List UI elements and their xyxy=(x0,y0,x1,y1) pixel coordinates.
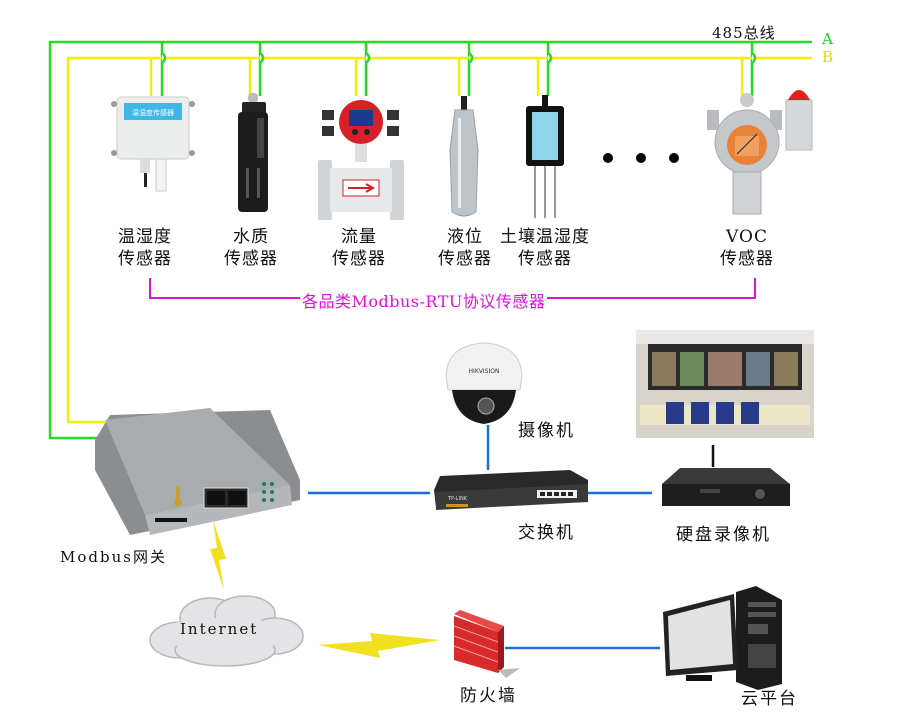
firewall-icon xyxy=(453,610,520,678)
cloud-platform-label: 云平台 xyxy=(741,689,798,709)
control-room-monitor-wall-icon xyxy=(636,330,814,438)
voc-gas-detector-icon xyxy=(707,90,813,215)
svg-text:温湿度传感器: 温湿度传感器 xyxy=(132,108,174,117)
nvr-recorder-icon xyxy=(662,468,790,506)
switch-label: 交换机 xyxy=(518,523,575,543)
gateway-label: Modbus网关 xyxy=(60,548,167,566)
nvr-label: 硬盘录像机 xyxy=(676,525,771,545)
temperature-humidity-sensor-icon: 温湿度传感器 xyxy=(111,96,195,192)
bus-line-a-label: A xyxy=(822,30,833,48)
switch-brand: TP-LINK xyxy=(447,496,468,502)
water-quality-sensor-icon xyxy=(238,93,268,212)
sensor-label-flow: 流量传感器 xyxy=(332,227,386,269)
sensor-label-water-quality: 水质传感器 xyxy=(224,227,278,269)
sensor-label-soil: 土壤温湿度传感器 xyxy=(500,227,590,269)
protocol-label: 各品类Modbus-RTU协议传感器 xyxy=(300,288,548,312)
rs485-bus-title: 485总线 xyxy=(712,24,776,42)
cloud-platform-computer-icon xyxy=(663,586,782,690)
lan-links xyxy=(308,425,660,650)
internet-cloud-icon xyxy=(149,595,304,667)
more-sensors-ellipsis xyxy=(603,153,679,163)
internet-label: Internet xyxy=(180,620,259,638)
gateway-internet-lightning-icon xyxy=(210,520,226,590)
liquid-level-sensor-icon xyxy=(449,96,479,217)
internet-firewall-lightning-icon xyxy=(318,633,440,658)
soil-sensor-icon xyxy=(526,95,564,218)
bus-line-b-label: B xyxy=(822,48,834,66)
flow-meter-icon xyxy=(318,100,404,220)
modbus-gateway-icon xyxy=(95,408,300,535)
firewall-label: 防火墙 xyxy=(460,686,517,706)
sensor-label-liquid-level: 液位传感器 xyxy=(438,227,492,269)
camera-brand: HIKVISION xyxy=(469,368,500,375)
sensor-label-temperature-humidity: 温湿度传感器 xyxy=(118,227,172,269)
dome-camera-icon: HIKVISION xyxy=(445,342,523,424)
rs485-bus-b xyxy=(66,56,812,424)
rs485-bus-a xyxy=(48,40,812,440)
camera-label: 摄像机 xyxy=(518,421,575,441)
network-switch-icon: TP-LINK xyxy=(434,470,588,510)
